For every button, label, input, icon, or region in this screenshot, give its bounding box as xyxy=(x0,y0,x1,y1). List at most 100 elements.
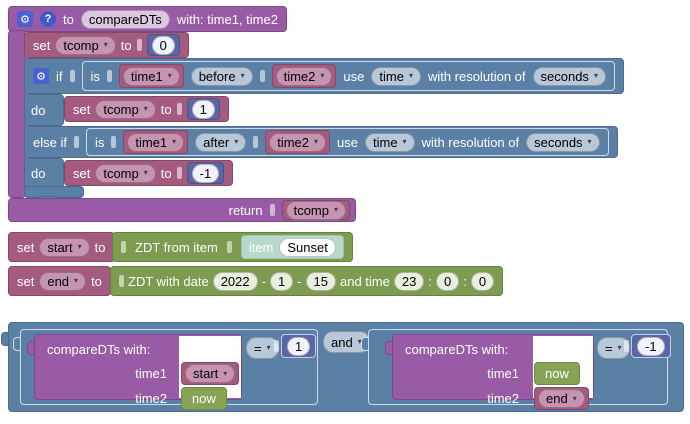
procedure-call-block[interactable]: compareDTs with: time1 time2 start ▾ now xyxy=(34,334,242,410)
number-field[interactable]: -1 xyxy=(191,163,220,183)
equality-op-dropdown[interactable]: = ▾ xyxy=(597,337,630,359)
number-block[interactable]: -1 xyxy=(631,334,671,358)
minute-field[interactable]: 0 xyxy=(435,271,460,291)
now-block[interactable]: now xyxy=(181,387,227,410)
to-label: to xyxy=(120,37,132,53)
set-variable-block[interactable]: set tcomp ▾ to -1 xyxy=(64,160,234,186)
do-slot[interactable]: do xyxy=(24,94,64,126)
variable-get-block[interactable]: time1 ▾ xyxy=(118,64,184,88)
zdt-from-item-block[interactable]: ZDT from item item Sunset xyxy=(112,232,353,262)
now-label: now xyxy=(545,366,569,381)
colon-label: : xyxy=(428,273,432,289)
variable-dropdown[interactable]: start ▾ xyxy=(39,237,90,257)
mutator-gear-icon[interactable]: ⚙ xyxy=(17,11,33,27)
help-icon[interactable]: ? xyxy=(40,11,56,27)
logic-op-dropdown[interactable]: and ▾ xyxy=(323,331,370,353)
comparison-op: after xyxy=(203,134,230,150)
to-label: to xyxy=(94,239,106,255)
item-name-field[interactable]: Sunset xyxy=(279,237,336,257)
comparison-op-dropdown[interactable]: after ▾ xyxy=(195,132,247,152)
connector-notch xyxy=(106,70,112,82)
comparison-op-dropdown[interactable]: before ▾ xyxy=(190,66,253,86)
resolution-dropdown[interactable]: seconds ▾ xyxy=(532,66,606,86)
variable-dropdown[interactable]: time1 ▾ xyxy=(122,66,180,86)
resolution-label: with resolution of xyxy=(421,134,520,150)
dropdown-arrow-icon: ▾ xyxy=(240,71,245,80)
arg-label: time1 xyxy=(487,366,519,381)
elseif-block-row[interactable]: else if is time1 ▾ after ▾ time2 ▾ xyxy=(24,126,618,158)
set-variable-block[interactable]: set end ▾ to xyxy=(8,266,111,296)
variable-dropdown[interactable]: tcomp ▾ xyxy=(55,35,116,55)
month-field[interactable]: 1 xyxy=(269,271,294,291)
dropdown-arrow-icon: ▾ xyxy=(572,393,577,403)
dropdown-arrow-icon: ▾ xyxy=(172,137,177,146)
procedure-def-header[interactable]: ⚙ ? to compareDTs with: time1, time2 xyxy=(8,6,287,32)
variable-dropdown[interactable]: start ▾ xyxy=(185,364,236,383)
variable-dropdown[interactable]: end ▾ xyxy=(39,271,87,291)
hour-field[interactable]: 23 xyxy=(393,271,425,291)
variable-get-block[interactable]: start ▾ xyxy=(181,362,240,385)
variable-dropdown[interactable]: end ▾ xyxy=(538,389,585,408)
variable-get-block[interactable]: time2 ▾ xyxy=(271,64,337,88)
source-dropdown[interactable]: time ▾ xyxy=(371,66,421,86)
source-dropdown[interactable]: time ▾ xyxy=(364,132,415,152)
call-label: compareDTs with: xyxy=(405,342,509,357)
number-block[interactable]: 1 xyxy=(281,334,317,358)
resolution-dropdown[interactable]: seconds ▾ xyxy=(526,132,600,152)
connector-notch xyxy=(624,340,629,352)
number-block[interactable]: -1 xyxy=(186,162,225,184)
variable-dropdown[interactable]: tcomp ▾ xyxy=(95,99,156,119)
number-block[interactable]: 0 xyxy=(146,34,180,56)
procedure-call-block[interactable]: compareDTs with: time1 time2 now end ▾ xyxy=(392,334,594,410)
number-block[interactable]: 1 xyxy=(186,98,220,120)
number-field[interactable]: 1 xyxy=(287,336,311,356)
set-variable-block[interactable]: set tcomp ▾ to 0 xyxy=(24,32,189,58)
connector-notch xyxy=(226,241,232,253)
variable-dropdown[interactable]: time1 ▾ xyxy=(127,132,185,152)
variable-get-block[interactable]: tcomp ▾ xyxy=(281,200,350,220)
connector-notch xyxy=(176,103,182,115)
variable-name: tcomp xyxy=(103,101,139,117)
procedure-return-row[interactable]: return tcomp ▾ xyxy=(8,198,356,222)
number-field[interactable]: 0 xyxy=(151,35,175,55)
logic-op: and xyxy=(331,334,353,350)
variable-get-block[interactable]: time1 ▾ xyxy=(123,130,189,154)
dropdown-arrow-icon: ▾ xyxy=(74,276,79,285)
variable-dropdown[interactable]: tcomp ▾ xyxy=(95,163,156,183)
variable-dropdown[interactable]: time2 ▾ xyxy=(275,66,333,86)
variable-get-block[interactable]: end ▾ xyxy=(534,387,589,410)
return-label: return xyxy=(228,202,263,218)
year-field[interactable]: 2022 xyxy=(212,271,258,291)
elseif-label: else if xyxy=(33,134,67,150)
set-variable-block[interactable]: set start ▾ to xyxy=(8,232,115,262)
day-field[interactable]: 15 xyxy=(305,271,336,291)
variable-name: time2 xyxy=(283,68,316,84)
variable-dropdown[interactable]: tcomp ▾ xyxy=(285,200,346,220)
mutator-gear-icon[interactable]: ⚙ xyxy=(33,68,49,84)
colon-label: : xyxy=(463,273,467,289)
dropdown-arrow-icon: ▾ xyxy=(320,71,325,80)
procedure-name-field[interactable]: compareDTs xyxy=(80,9,170,29)
number-field[interactable]: -1 xyxy=(637,336,665,356)
set-variable-block[interactable]: set tcomp ▾ to 1 xyxy=(64,96,229,122)
variable-get-block[interactable]: time2 ▾ xyxy=(265,130,331,154)
connector-notch xyxy=(111,136,117,148)
if-block-row[interactable]: ⚙ if is time1 ▾ before ▾ time2 ▾ xyxy=(24,58,624,94)
datetime-compare-block[interactable]: is time1 ▾ before ▾ time2 ▾ use xyxy=(81,61,615,91)
number-field[interactable]: 1 xyxy=(191,99,215,119)
second-field[interactable]: 0 xyxy=(470,271,495,291)
zdt-with-date-block[interactable]: ZDT with date 2022 - 1 - 15 and time 23 … xyxy=(110,266,504,296)
procedure-params-label: with: time1, time2 xyxy=(176,11,278,27)
datetime-compare-block[interactable]: is time1 ▾ after ▾ time2 ▾ use xyxy=(85,128,609,156)
now-block[interactable]: now xyxy=(534,362,580,385)
dropdown-arrow-icon: ▾ xyxy=(357,337,362,346)
now-label: now xyxy=(192,391,216,406)
dropdown-arrow-icon: ▾ xyxy=(587,137,592,146)
variable-dropdown[interactable]: time2 ▾ xyxy=(269,132,327,152)
set-label: set xyxy=(73,101,91,117)
do-slot[interactable]: do xyxy=(24,158,64,188)
comparison-op: before xyxy=(198,68,236,84)
to-label: to xyxy=(63,11,74,27)
item-block[interactable]: item Sunset xyxy=(240,235,344,259)
